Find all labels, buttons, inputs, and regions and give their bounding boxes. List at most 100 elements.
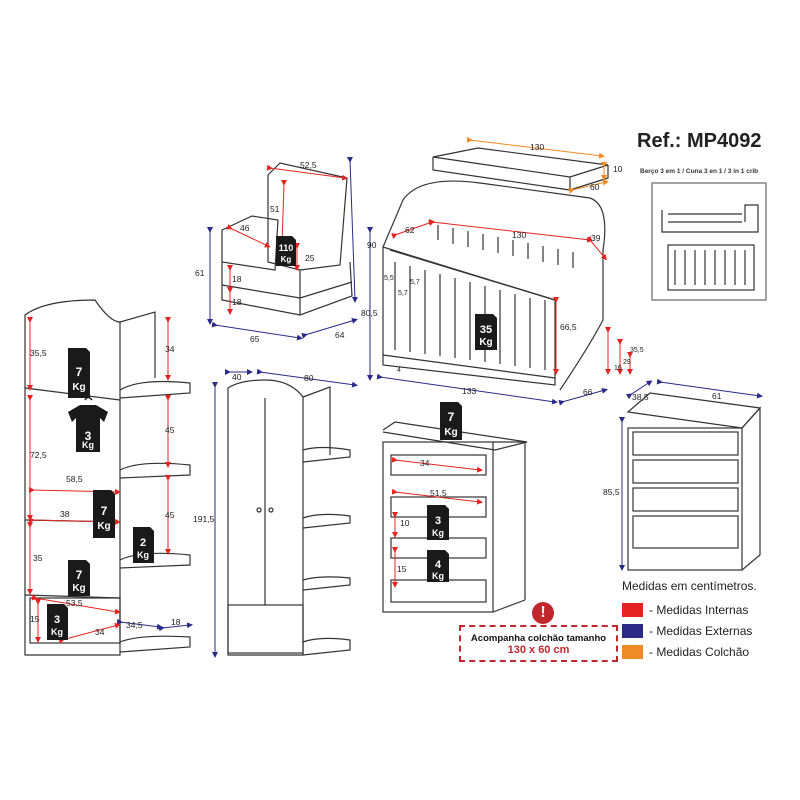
bookcase-dim: 58,5	[66, 474, 83, 484]
bookcase-dim: 45	[165, 425, 175, 435]
armchair-dim: 65	[250, 334, 260, 344]
crib-dim: 16	[614, 365, 622, 372]
weight-unit: Kg	[432, 528, 444, 538]
armchair-dim: 25	[305, 253, 315, 263]
crib-dim: 130	[512, 230, 526, 240]
mattress-width-label: 60	[590, 182, 600, 192]
weight-unit: Kg	[72, 382, 85, 393]
dresser-dim: 51,5	[430, 488, 447, 498]
bookcase-dim: 45	[165, 510, 175, 520]
bookcase-dim: 35,5	[30, 348, 47, 358]
crib-dim: 133	[462, 386, 476, 396]
reference-code: Ref.: MP4092	[637, 130, 762, 152]
bookcase-dim: 15	[30, 614, 40, 624]
legend-item: - Medidas Internas	[622, 599, 797, 620]
weight-unit: Kg	[432, 571, 444, 581]
dresser	[382, 421, 528, 613]
crib	[382, 180, 606, 391]
drawer-chest-dim: 85,5	[603, 487, 620, 497]
weight-unit: Kg	[137, 550, 149, 560]
mattress-height-label: 10	[613, 164, 623, 174]
crib-dim: 5,5	[384, 275, 394, 282]
weight-unit: Kg	[97, 521, 110, 532]
wardrobe-dim: 80	[304, 373, 314, 383]
bookcase-dim: 34	[95, 627, 105, 637]
legend-title: Medidas em centímetros.	[622, 579, 757, 593]
legend-label: - Medidas Internas	[649, 602, 749, 617]
weight-value: 7	[76, 568, 83, 582]
weight-value: 4	[435, 559, 442, 571]
bookcase-dim: 18	[171, 617, 181, 627]
weight-unit: Kg	[281, 255, 292, 264]
weight-unit: Kg	[444, 427, 457, 438]
weight-value: 3	[435, 515, 441, 527]
crib-variants-box	[651, 182, 767, 301]
weight-unit: Kg	[479, 337, 492, 348]
drawer-chest	[626, 392, 762, 571]
weight-tags	[47, 236, 497, 640]
bookcase-dim: 72,5	[30, 450, 47, 460]
armchair-dim: 18	[232, 297, 242, 307]
bookcase-dim: 35	[33, 553, 43, 563]
weight-unit: Kg	[72, 583, 85, 594]
crib-dim: 5,7	[410, 279, 420, 286]
warning-icon: !	[532, 602, 554, 624]
notice-line-1: Acompanha colchão tamanho	[470, 633, 607, 644]
mattress-dimension-lines	[466, 136, 609, 194]
bookcase-dim: 34,5	[126, 620, 143, 630]
weight-value: 7	[448, 410, 455, 424]
legend-swatch	[622, 644, 643, 659]
crib-variant-bed	[661, 204, 759, 233]
legend: Medidas em centímetros. - Medidas Intern…	[622, 579, 797, 662]
legend-swatch	[622, 623, 643, 638]
weight-value: 7	[76, 365, 83, 379]
crib-caption: Berço 3 em 1 / Cuna 3 en 1 / 3 in 1 crib	[640, 168, 759, 175]
crib-dim: 35,5	[630, 347, 644, 354]
wardrobe-dim: 40	[232, 372, 242, 382]
weight-value: 3	[85, 429, 92, 443]
crib-dim: 29	[623, 359, 631, 366]
weight-value: 3	[54, 614, 60, 626]
external-dimension-lines	[116, 156, 763, 658]
wardrobe	[227, 379, 351, 656]
mattress	[432, 147, 609, 191]
armchair-dim: 52,5	[300, 160, 317, 170]
crib-dim: 4	[397, 367, 401, 374]
crib-dim: 80,5	[361, 308, 378, 318]
crib-dim: 66	[583, 387, 593, 397]
crib-dim: 66,5	[560, 322, 577, 332]
weight-value: 2	[140, 537, 146, 549]
weight-unit: Kg	[51, 627, 63, 637]
mattress-notice: Acompanha colchão tamanho 130 x 60 cm	[459, 625, 618, 662]
dresser-dim: 34	[420, 458, 430, 468]
bookcase-dim: 34	[165, 344, 175, 354]
legend-label: - Medidas Externas	[649, 623, 753, 638]
weight-value: 7	[101, 504, 108, 518]
armchair-dim: 18	[232, 274, 242, 284]
legend-item: - Medidas Colchão	[622, 641, 797, 662]
dimension-labels: 130 10 60 52,5 51 46 90 25 61 18 18 65 6…	[30, 142, 722, 637]
dresser-dim: 10	[400, 518, 410, 528]
weight-value: 35	[480, 324, 492, 336]
legend-label: - Medidas Colchão	[649, 644, 750, 659]
armchair-dim: 51	[270, 204, 280, 214]
crib-dim: 5,7	[398, 290, 408, 297]
legend-swatch	[622, 602, 643, 617]
weight-value: 110	[279, 243, 294, 253]
crib-variant-crib	[667, 244, 755, 291]
dresser-dim: 15	[397, 564, 407, 574]
crib-dim: 62	[405, 225, 415, 235]
weight-unit: Kg	[82, 440, 94, 450]
crib-dim: 39	[591, 233, 601, 243]
weight-labels: 7 Kg 3 Kg 7 Kg 2 Kg 7 Kg 3 Kg 110 Kg 35 …	[51, 243, 493, 637]
armchair-dim: 90	[367, 240, 377, 250]
drawer-chest-dim: 38,5	[632, 392, 649, 402]
mattress-length-label: 130	[530, 142, 544, 152]
armchair-dim: 46	[240, 223, 250, 233]
notice-line-2: 130 x 60 cm	[507, 644, 570, 656]
drawer-chest-dim: 61	[712, 391, 722, 401]
bookcase-dim: 53,5	[66, 598, 83, 608]
armchair-dim: 61	[195, 268, 205, 278]
